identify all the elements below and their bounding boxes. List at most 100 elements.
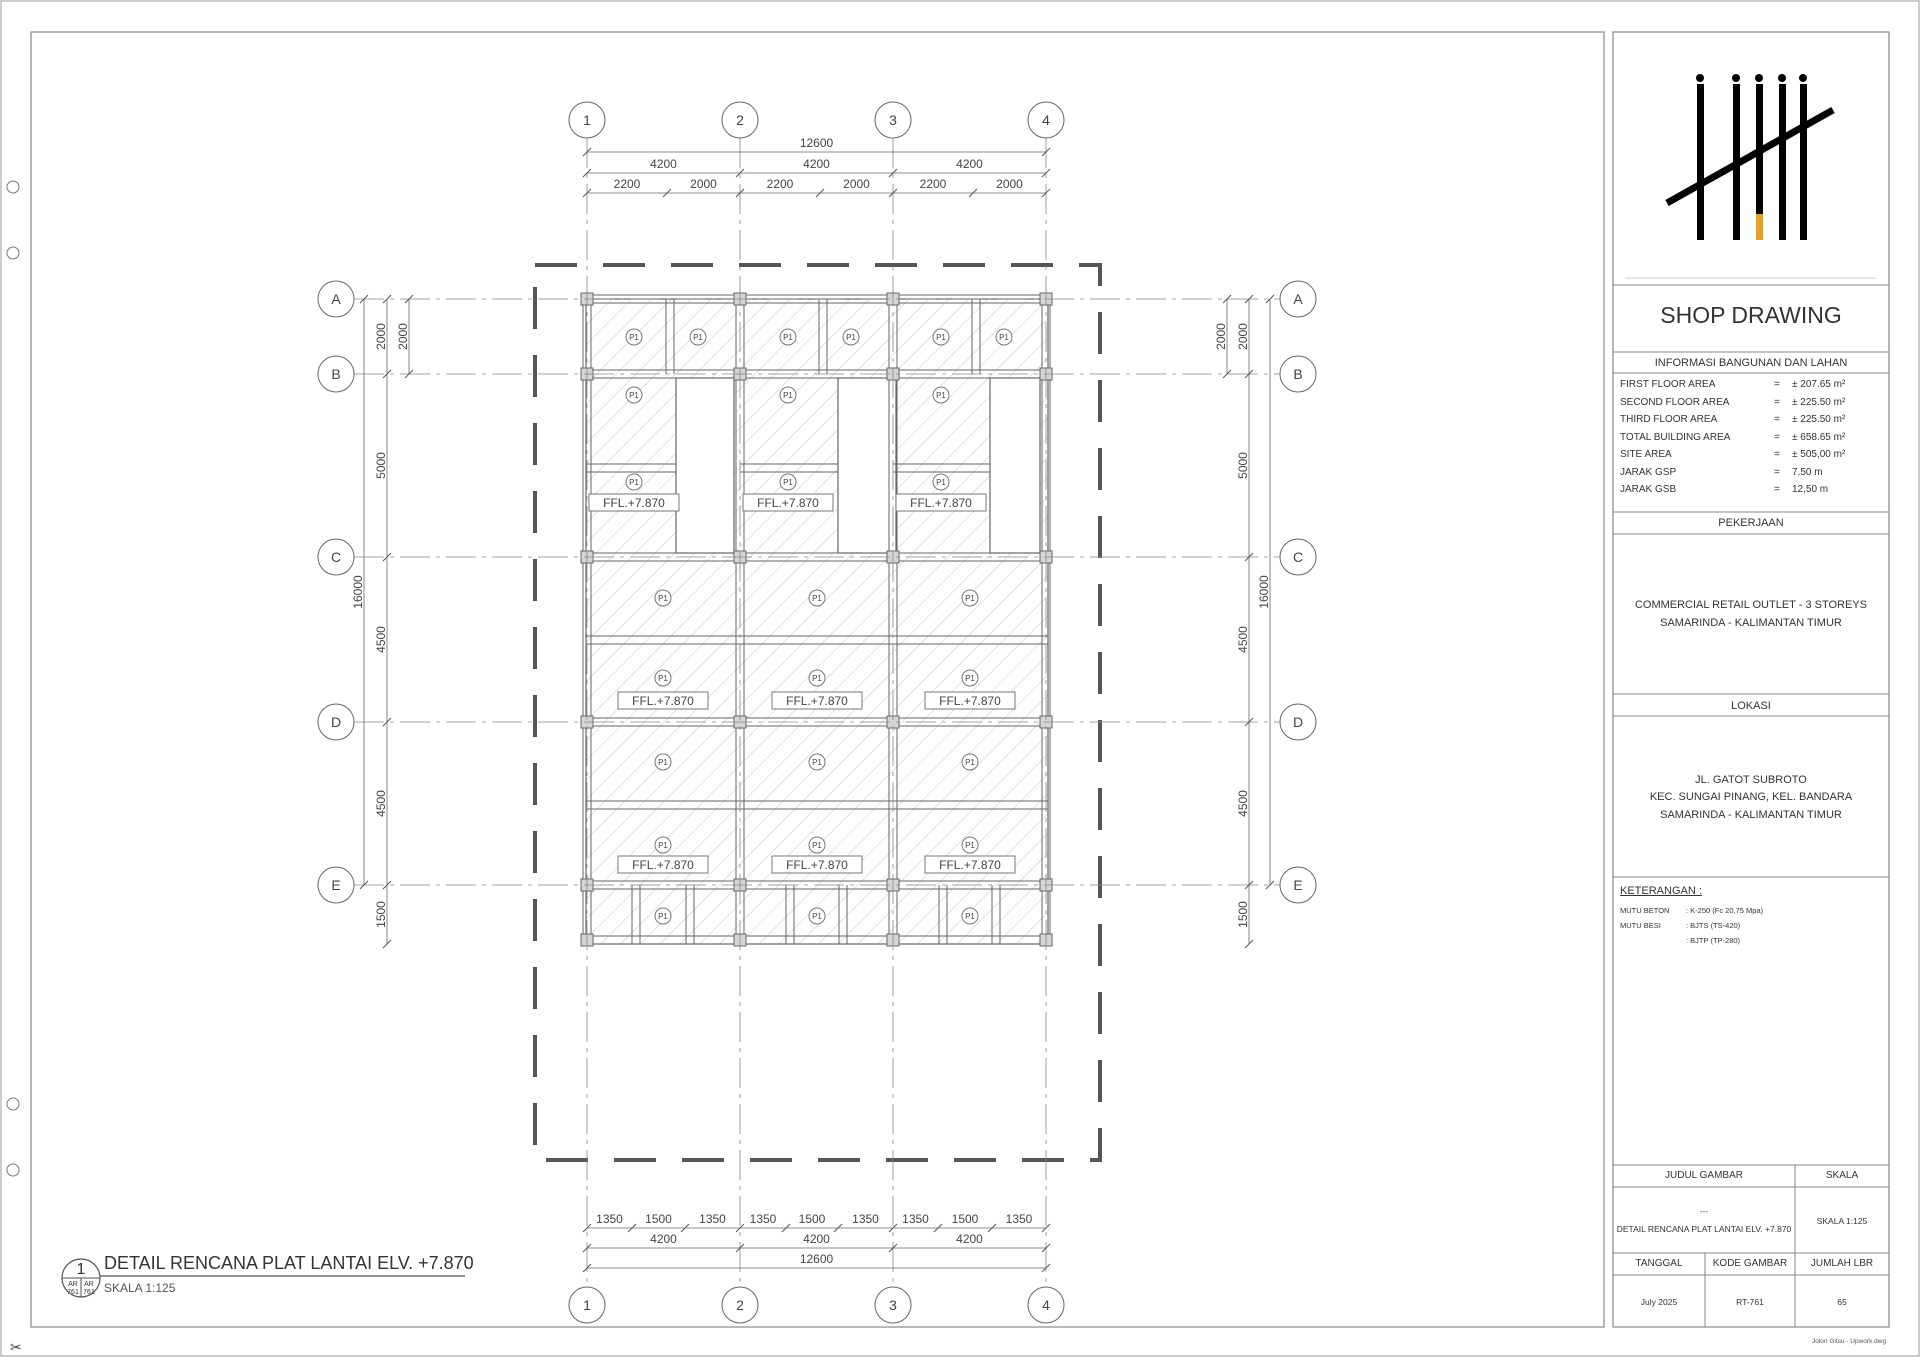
dim-tick bbox=[1041, 1263, 1051, 1273]
info-label: JARAK GSB bbox=[1620, 484, 1677, 495]
keterangan-value: : BJTS (TS-420) bbox=[1686, 921, 1741, 930]
level-tag-label: FFL.+7.870 bbox=[939, 694, 1001, 708]
grid-bubble bbox=[317, 703, 355, 741]
punch-hole-icon bbox=[6, 1097, 20, 1111]
slab-tag-label: P1 bbox=[936, 333, 946, 342]
dim-tick bbox=[359, 294, 369, 304]
dim-top-bay: 4200 bbox=[803, 157, 830, 171]
slab-tag-bubble bbox=[961, 669, 979, 687]
dim-tick bbox=[582, 1263, 592, 1273]
dim-left-span: 4500 bbox=[374, 790, 388, 817]
dim-bottom-sub: 1350 bbox=[699, 1212, 726, 1226]
dim-bottom-sub: 1500 bbox=[645, 1212, 672, 1226]
grid-bubble bbox=[1279, 703, 1317, 741]
slab-tag-label: P1 bbox=[965, 841, 975, 850]
grid-bubble bbox=[317, 280, 355, 318]
slab-void bbox=[675, 377, 735, 554]
dim-tick bbox=[781, 1223, 791, 1233]
jumlah-value: 65 bbox=[1837, 1297, 1847, 1307]
dim-bottom-sub: 1350 bbox=[750, 1212, 777, 1226]
slab-tag-label: P1 bbox=[936, 391, 946, 400]
dim-tick bbox=[382, 717, 392, 727]
kode-label: KODE GAMBAR bbox=[1712, 1258, 1788, 1269]
project-city: SAMARINDA - KALIMANTAN TIMUR bbox=[1660, 617, 1842, 629]
kode-value: RT-761 bbox=[1736, 1297, 1764, 1307]
grid-label-4: 4 bbox=[1042, 1297, 1050, 1313]
slab-tag-bubble bbox=[995, 328, 1013, 346]
slab-tag-label: P1 bbox=[812, 912, 822, 921]
level-tag-label: FFL.+7.870 bbox=[632, 694, 694, 708]
dim-tick bbox=[888, 1243, 898, 1253]
grid-label-B: B bbox=[331, 366, 340, 382]
level-tag-box bbox=[924, 855, 1016, 874]
dim-tick bbox=[1244, 294, 1254, 304]
slab-tag-bubble bbox=[961, 753, 979, 771]
slab-tag-label: P1 bbox=[629, 333, 639, 342]
ref-label: AR bbox=[68, 1281, 78, 1288]
dim-tick bbox=[404, 369, 414, 379]
grid-bubble bbox=[874, 101, 912, 139]
slab-tag-label: P1 bbox=[658, 674, 668, 683]
slab-tag-bubble bbox=[808, 589, 826, 607]
dim-right-span: 4500 bbox=[1236, 790, 1250, 817]
slab-tag-bubble bbox=[689, 328, 707, 346]
dim-tick bbox=[987, 1223, 997, 1233]
info-value: 12,50 m bbox=[1792, 484, 1829, 495]
title-block-grid bbox=[1613, 284, 1889, 1327]
dim-right-span: 4500 bbox=[1236, 626, 1250, 653]
info-label: SITE AREA bbox=[1620, 449, 1672, 460]
dim-tick bbox=[888, 168, 898, 178]
slab-tag-label: P1 bbox=[846, 333, 856, 342]
slab-tag-label: P1 bbox=[783, 333, 793, 342]
level-tag-label: FFL.+7.870 bbox=[757, 496, 819, 510]
dim-left-span: 1500 bbox=[374, 901, 388, 928]
info-label: FIRST FLOOR AREA bbox=[1620, 379, 1716, 390]
grid-label-2: 2 bbox=[736, 1297, 744, 1313]
dim-bottom-sub: 1500 bbox=[952, 1212, 979, 1226]
info-label: SECOND FLOOR AREA bbox=[1620, 396, 1730, 408]
address-line-3: SAMARINDA - KALIMANTAN TIMUR bbox=[1660, 809, 1842, 821]
dim-left-inner: 2000 bbox=[396, 323, 410, 350]
dim-tick bbox=[627, 1223, 637, 1233]
dim-tick bbox=[582, 147, 592, 157]
dim-top-sub: 2200 bbox=[920, 177, 947, 191]
dim-bottom-sub: 1350 bbox=[596, 1212, 623, 1226]
dim-top-bay: 4200 bbox=[650, 157, 677, 171]
dim-tick bbox=[382, 880, 392, 890]
slab-tag-label: P1 bbox=[965, 758, 975, 767]
slab-tag-bubble bbox=[932, 386, 950, 404]
ref-label: AR bbox=[84, 1281, 94, 1288]
dim-tick bbox=[359, 880, 369, 890]
dim-bottom-sub: 1350 bbox=[852, 1212, 879, 1226]
drawing-number: 1 bbox=[77, 1261, 86, 1278]
dim-tick bbox=[680, 1223, 690, 1233]
dim-tick bbox=[582, 168, 592, 178]
slab-tag-label: P1 bbox=[965, 674, 975, 683]
slab-void bbox=[837, 377, 897, 554]
slab-tag-label: P1 bbox=[999, 333, 1009, 342]
level-tag-box bbox=[617, 855, 709, 874]
drawing-frame bbox=[30, 31, 1605, 1328]
dim-tick bbox=[1041, 188, 1051, 198]
skala-label: SKALA bbox=[1825, 1170, 1859, 1181]
title-block-frame bbox=[1612, 31, 1890, 1328]
drawing-title: DETAIL RENCANA PLAT LANTAI ELV. +7.870 bbox=[104, 1253, 474, 1273]
dim-bottom-total: 12600 bbox=[800, 1252, 834, 1266]
slab-tag-bubble bbox=[961, 907, 979, 925]
dim-tick bbox=[1244, 717, 1254, 727]
dim-left-span: 4500 bbox=[374, 626, 388, 653]
level-tag-box bbox=[895, 493, 987, 512]
dim-tick bbox=[382, 939, 392, 949]
dim-tick bbox=[933, 1223, 943, 1233]
tanggal-label: TANGGAL bbox=[1635, 1258, 1683, 1269]
dim-tick bbox=[735, 168, 745, 178]
slab-void bbox=[989, 377, 1041, 554]
info-eq: = bbox=[1774, 484, 1780, 495]
slab-tag-label: P1 bbox=[812, 758, 822, 767]
info-eq: = bbox=[1774, 379, 1780, 390]
grid-label-2: 2 bbox=[736, 112, 744, 128]
grid-bubble bbox=[568, 101, 606, 139]
